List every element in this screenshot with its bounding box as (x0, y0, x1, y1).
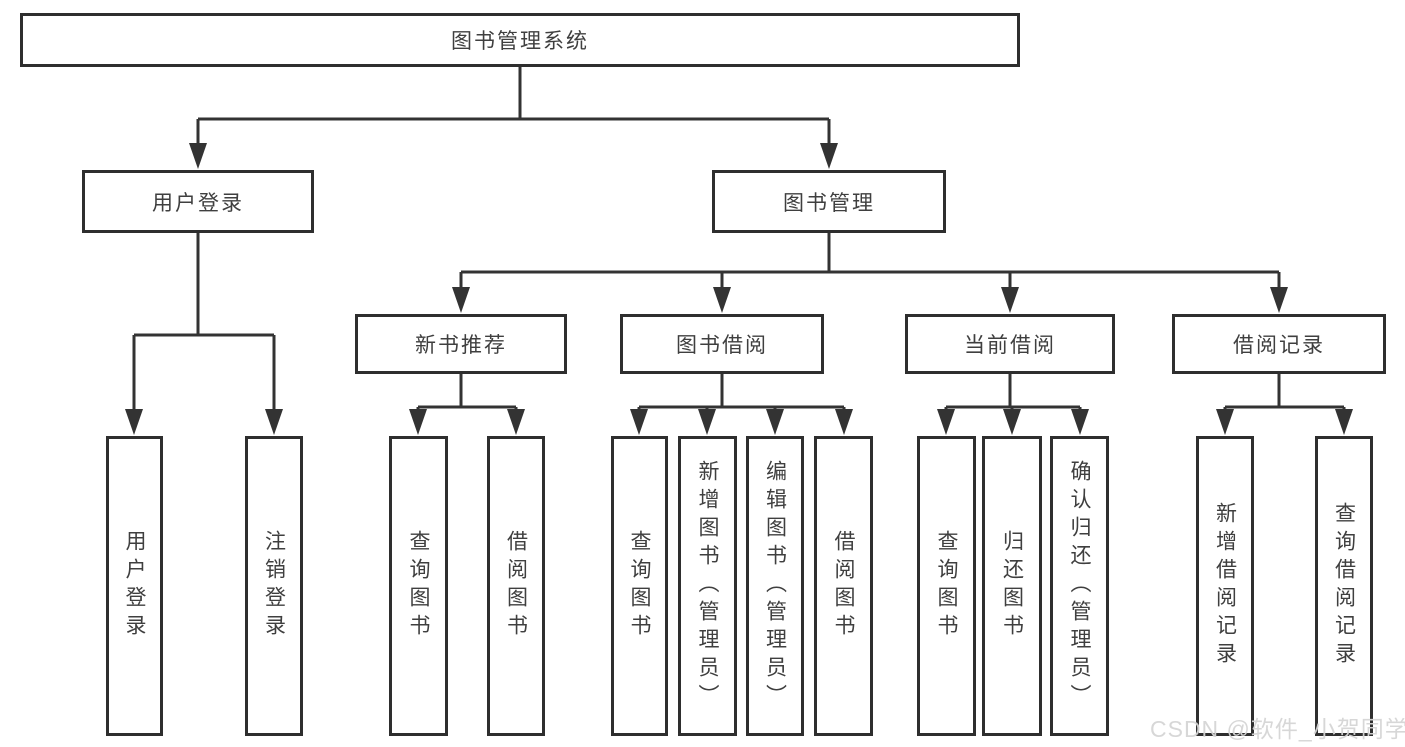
node-book-management: 图书管理 (712, 170, 946, 233)
leaf-add-borrow-record: 新增借阅记录 (1196, 436, 1254, 736)
node-label: 图书管理系统 (451, 30, 589, 53)
node-label: 查询图书 (935, 530, 958, 642)
node-label: 新增借阅记录 (1213, 502, 1237, 670)
leaf-return-book: 归还图书 (982, 436, 1042, 736)
leaf-add-book-admin: 新增图书（管理员） (678, 436, 737, 736)
leaf-edit-book-admin: 编辑图书（管理员） (746, 436, 804, 736)
node-label: 编辑图书（管理员） (763, 460, 787, 712)
node-label: 注销登录 (262, 530, 286, 642)
node-label: 查询借阅记录 (1332, 502, 1356, 670)
leaf-confirm-return-admin: 确认归还（管理员） (1050, 436, 1109, 736)
node-current-borrow: 当前借阅 (905, 314, 1115, 374)
node-label: 新增图书（管理员） (696, 460, 719, 712)
node-label: 查询图书 (407, 530, 430, 642)
node-book-management-system: 图书管理系统 (20, 13, 1020, 67)
node-label: 借阅图书 (832, 530, 855, 642)
leaf-user-login: 用户登录 (106, 436, 163, 736)
node-label: 查询图书 (628, 530, 651, 642)
node-label: 用户登录 (123, 530, 146, 642)
node-label: 归还图书 (1000, 530, 1024, 642)
leaf-borrow-books-borrow: 借阅图书 (814, 436, 873, 736)
node-label: 确认归还（管理员） (1068, 460, 1091, 712)
node-label: 借阅图书 (504, 530, 528, 642)
node-label: 当前借阅 (964, 334, 1056, 357)
leaf-logout: 注销登录 (245, 436, 303, 736)
leaf-query-borrow-record: 查询借阅记录 (1315, 436, 1373, 736)
node-label: 图书借阅 (676, 334, 768, 357)
node-borrow-records: 借阅记录 (1172, 314, 1386, 374)
leaf-query-books-borrow: 查询图书 (611, 436, 668, 736)
leaf-borrow-books-recommend: 借阅图书 (487, 436, 545, 736)
csdn-watermark: CSDN @软件_小贺同学 (1150, 716, 1405, 742)
node-book-borrow: 图书借阅 (620, 314, 824, 374)
node-label: 用户登录 (152, 191, 244, 215)
leaf-query-books-recommend: 查询图书 (389, 436, 448, 736)
leaf-query-books-current: 查询图书 (917, 436, 976, 736)
node-label: 借阅记录 (1233, 334, 1325, 357)
node-user-login: 用户登录 (82, 170, 314, 233)
node-new-book-recommend: 新书推荐 (355, 314, 567, 374)
node-label: 新书推荐 (415, 334, 507, 357)
node-label: 图书管理 (783, 191, 875, 215)
